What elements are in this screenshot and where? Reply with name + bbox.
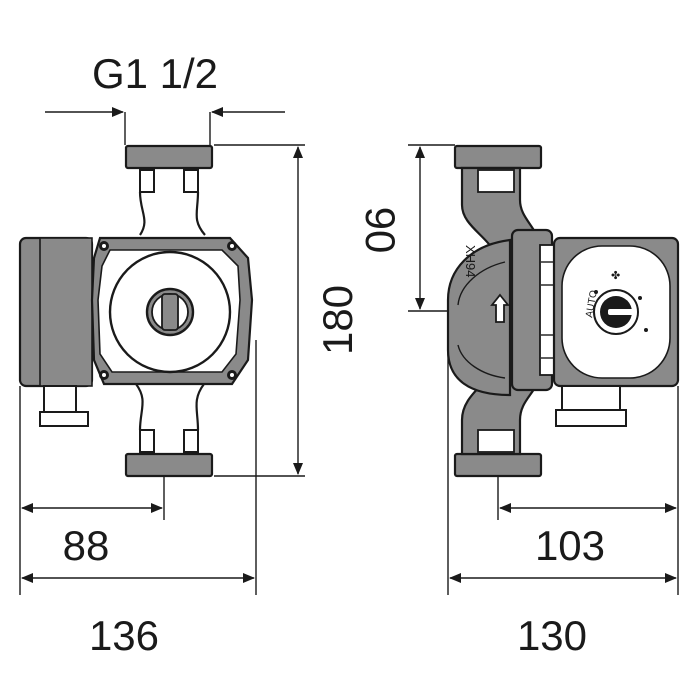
auto-label: AUTO <box>584 289 600 318</box>
width-88-label: 88 <box>63 522 110 569</box>
width-136-dimension: 136 <box>21 340 257 659</box>
height-90-label: 90 <box>357 207 404 254</box>
motor-housing-side <box>490 228 555 392</box>
height-180-dimension: 180 <box>214 144 361 477</box>
depth-130-dimension: 130 <box>447 330 677 659</box>
motor-housing-front <box>90 236 254 386</box>
depth-103-label: 103 <box>535 522 605 569</box>
depth-103-dimension: 103 <box>497 386 679 595</box>
terminal-box <box>18 236 94 427</box>
bottom-flange <box>124 429 214 478</box>
cable-gland <box>555 385 627 427</box>
model-mark: XH94 <box>463 245 478 278</box>
depth-130-label: 130 <box>517 612 587 659</box>
height-180-label: 180 <box>314 285 361 355</box>
control-head: AUTO ✤ <box>552 236 680 388</box>
front-view: G1 1/2 <box>18 50 361 659</box>
side-view: XH94 AUTO ✤ <box>357 144 680 659</box>
width-136-label: 136 <box>89 612 159 659</box>
flow-direction-icon <box>490 293 510 323</box>
fan-mark-icon: ✤ <box>611 270 620 282</box>
width-88-dimension: 88 <box>19 386 165 595</box>
top-flange <box>124 144 214 193</box>
thread-dimension: G1 1/2 <box>45 50 285 145</box>
thread-label: G1 1/2 <box>92 50 218 97</box>
height-90-dimension: 90 <box>357 144 455 312</box>
speed-selector-knob[interactable] <box>600 296 634 328</box>
